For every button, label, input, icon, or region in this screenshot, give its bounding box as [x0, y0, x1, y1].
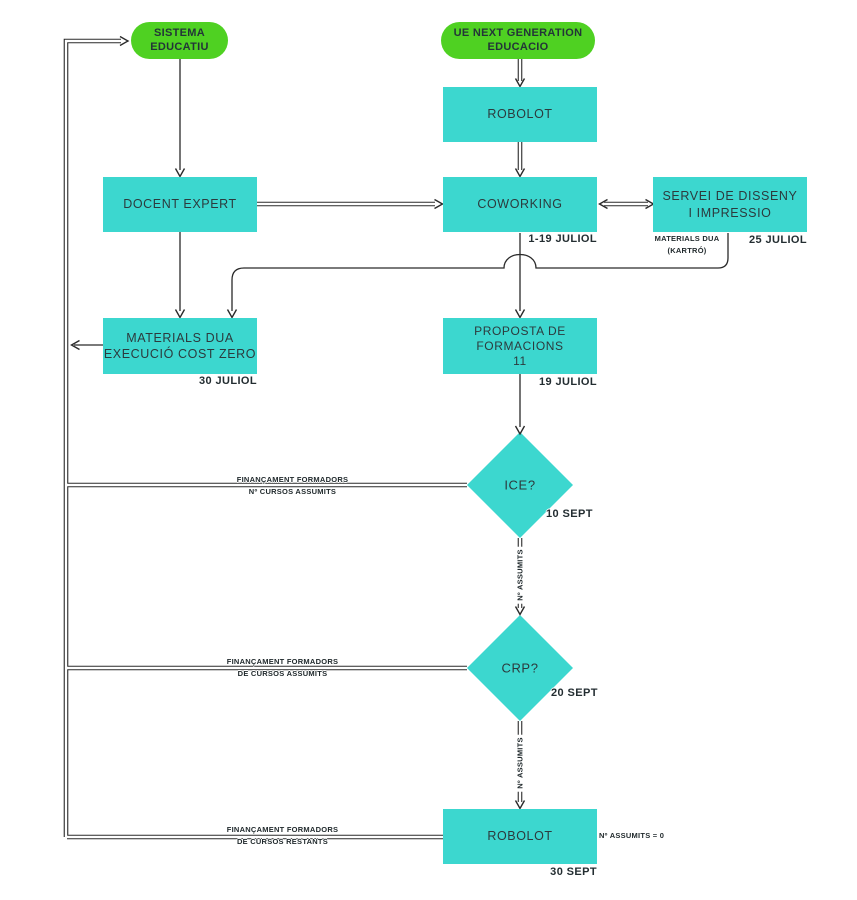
node-label-line: I IMPRESSIO — [688, 205, 772, 220]
node-label-line: ROBOLOT — [487, 107, 553, 122]
arrow-materials-into-loop — [70, 339, 80, 351]
date-label-crp: 20 SEPT — [551, 687, 598, 699]
arrow-into-coworking-right — [598, 198, 608, 210]
arrow-into-crp — [514, 606, 526, 616]
arrow-into-sistema — [119, 35, 130, 47]
date-label-proposta: 19 JULIOL — [538, 376, 597, 388]
node-crp-label: CRP? — [501, 660, 539, 676]
node-docent-expert: DOCENT EXPERT — [103, 177, 257, 232]
arrow-into-proposta — [514, 309, 526, 319]
edge-label-servei-materials: MATERIALS DUA (KARTRÓ) — [654, 234, 720, 255]
edge-label-crp-robolot: Nº ASSUMITS — [515, 734, 525, 792]
arrow-into-ice — [514, 425, 526, 436]
edge-label-ice-feedback: FINANÇAMENT FORMADORS Nº CURSOS ASSUMITS — [236, 475, 349, 496]
node-label-line: PROPOSTA DE — [474, 323, 566, 338]
edge-label-crp-feedback: FINANÇAMENT FORMADORS DE CURSOS ASSUMITS — [226, 657, 339, 678]
edge-servei-to-materials — [231, 233, 729, 311]
date-label-robolot-bottom: 30 SEPT — [550, 866, 597, 878]
node-crp-shape — [467, 615, 573, 721]
node-label-line: MATERIALS DUA — [126, 330, 234, 345]
node-sistema-educatiu: SISTEMA EDUCATIU — [131, 22, 228, 59]
single-connectors — [74, 59, 729, 427]
arrow-into-robolot-bottom — [514, 800, 526, 810]
arrow-into-materials-left — [174, 309, 186, 319]
node-label-line: DOCENT EXPERT — [123, 197, 237, 212]
note-assumits: Nº ASSUMITS = 0 — [599, 831, 665, 840]
node-materials-dua: MATERIALS DUA EXECUCIÓ COST ZERO — [103, 318, 257, 374]
connector-outlines — [63, 38, 648, 840]
node-servei-disseny: SERVEI DE DISSENY I IMPRESSIO — [653, 177, 807, 232]
arrow-into-coworking-top — [514, 168, 526, 178]
edge-label-ice-crp: Nº ASSUMITS — [515, 546, 525, 604]
arrow-into-coworking-left — [434, 198, 444, 210]
date-label-materials: 30 JULIOL — [198, 375, 257, 387]
arrow-into-docent — [174, 168, 186, 178]
arrowheads — [70, 35, 655, 810]
node-label-line: UE NEXT GENERATION — [453, 27, 583, 40]
date-label-ice: 10 SEPT — [546, 508, 593, 520]
node-coworking: COWORKING — [443, 177, 597, 232]
date-label-servei: 25 JULIOL — [748, 234, 807, 246]
node-label-line: EDUCACIO — [487, 40, 549, 53]
date-label-coworking: 1-19 JULIOL — [528, 233, 597, 245]
connector-cores — [64, 39, 649, 839]
node-label-line: ROBOLOT — [487, 829, 553, 844]
node-label-line: SISTEMA — [154, 27, 205, 40]
node-ice-label: ICE? — [504, 477, 536, 493]
node-ue-next-generation: UE NEXT GENERATION EDUCACIO — [441, 22, 595, 59]
node-ice-shape — [467, 432, 573, 538]
edge-loop-to-sistema — [63, 38, 121, 837]
node-label-line: SERVEI DE DISSENY — [662, 189, 798, 203]
node-robolot-top: ROBOLOT — [443, 87, 597, 142]
node-label-line: EDUCATIU — [150, 40, 209, 53]
node-label-line: FORMACIONS — [476, 338, 564, 353]
node-label-line: EXECUCIÓ COST ZERO — [103, 347, 257, 361]
edge-label-robolot-feedback: FINANÇAMENT FORMADORS DE CURSOS RESTANTS — [226, 825, 339, 846]
node-label-line: COWORKING — [477, 197, 563, 212]
node-label-line: 11 — [513, 353, 527, 368]
arrow-into-robolot-top — [514, 78, 526, 88]
node-proposta-formacions: PROPOSTA DE FORMACIONS 11 — [443, 318, 597, 374]
arrow-into-materials-right — [226, 309, 238, 319]
node-robolot-bottom: ROBOLOT — [443, 809, 597, 864]
